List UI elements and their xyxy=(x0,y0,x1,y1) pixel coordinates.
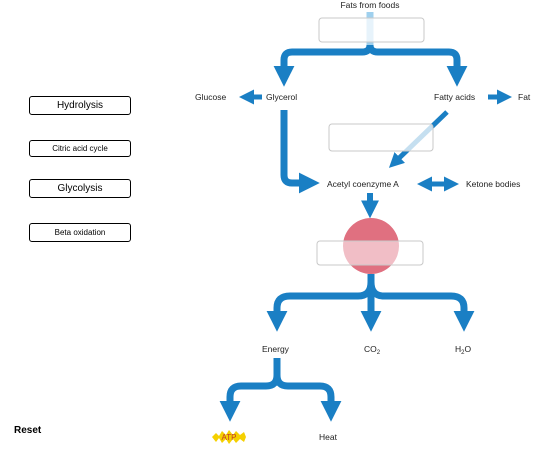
drop-zone-beta-oxidation[interactable] xyxy=(328,123,434,152)
acetyl-coa-text: Acetyl coenzyme A xyxy=(327,179,399,189)
atp-text: ATP xyxy=(222,433,237,442)
arrow-to-glycerol xyxy=(273,44,374,87)
fat-text: Fat xyxy=(518,92,531,102)
cycle-to-h2o-arrow xyxy=(367,281,475,332)
atp-burst-icon xyxy=(212,430,246,444)
energy-text: Energy xyxy=(262,344,290,354)
glycolysis-label[interactable]: Glycolysis xyxy=(29,179,131,198)
heat-text: Heat xyxy=(319,432,338,442)
co2-text: CO2 xyxy=(364,344,381,356)
beta-oxidation-label[interactable]: Beta oxidation xyxy=(29,223,131,242)
arrow-to-fatty-acids xyxy=(366,44,468,87)
energy-to-atp-arrow xyxy=(219,358,281,422)
glycerol-text: Glycerol xyxy=(266,92,297,102)
drop-zone-hydrolysis[interactable] xyxy=(318,17,425,43)
drop-zone-citric-acid-cycle[interactable] xyxy=(316,240,424,266)
glycerol-to-acetyl-coa-arrow xyxy=(280,110,320,194)
h2o-text: H2O xyxy=(455,344,471,356)
fatty-acids-text: Fatty acids xyxy=(434,92,475,102)
reset-button[interactable]: Reset xyxy=(14,425,42,436)
citric-acid-cycle-label[interactable]: Citric acid cycle xyxy=(29,140,131,157)
fats-from-foods-text: Fats from foods xyxy=(340,0,399,10)
ketone-bodies-text: Ketone bodies xyxy=(466,179,520,189)
cycle-to-energy-arrow xyxy=(266,281,375,332)
glucose-text: Glucose xyxy=(195,92,226,102)
energy-to-heat-arrow xyxy=(273,374,342,422)
hydrolysis-label[interactable]: Hydrolysis xyxy=(29,96,131,115)
